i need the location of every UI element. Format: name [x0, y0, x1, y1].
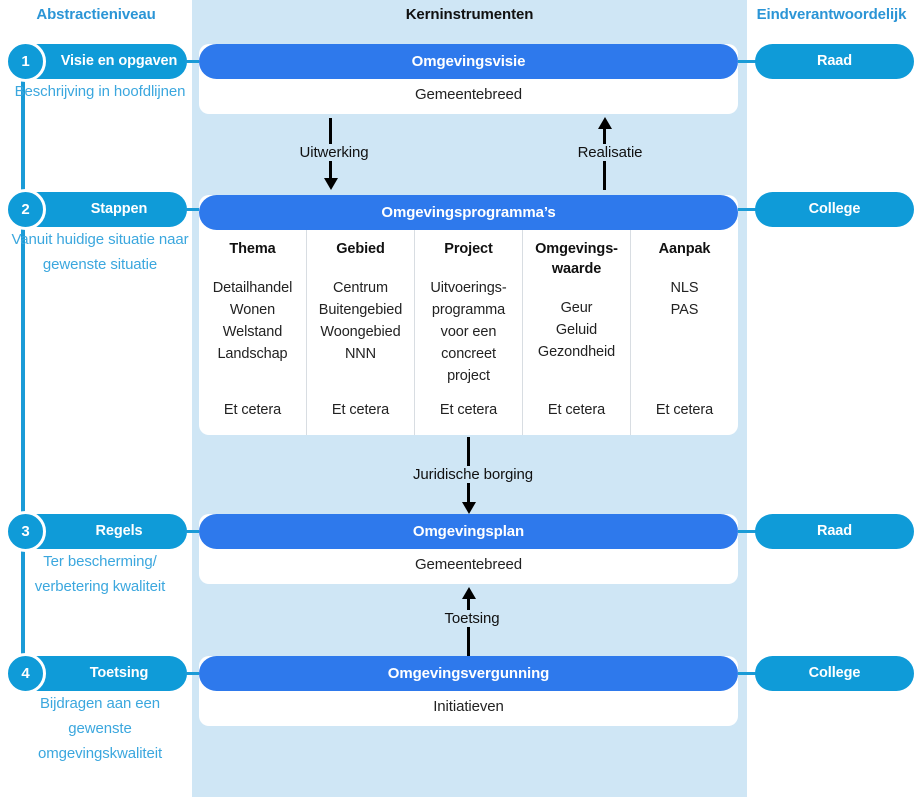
program-column-name-aanpak: Aanpak: [658, 241, 711, 257]
level-description-2: Vanuit huidige situatie naar gewenste si…: [11, 231, 189, 273]
instrument-card-omgevingsplan: Omgevingsplan Gemeentebreed: [199, 514, 738, 584]
arrow-label-juridische-borging: Juridische borging: [383, 466, 563, 483]
instrument-title-omgevingsvisie[interactable]: Omgevingsvisie: [199, 44, 738, 79]
responsible-pill-college-1[interactable]: College: [755, 192, 914, 227]
level-pill-4[interactable]: Toetsing 4: [5, 653, 187, 694]
connector-responsible-3: [738, 530, 762, 533]
instrument-subtitle-omgevingsplan: Gemeentebreed: [414, 556, 523, 573]
program-column-name-gebied: Gebied: [336, 241, 385, 257]
level-number-2: 2: [5, 189, 46, 230]
connector-level-4: [185, 672, 205, 675]
instrument-title-omgevingsplan[interactable]: Omgevingsplan: [199, 514, 738, 549]
arrow-label-uitwerking: Uitwerking: [269, 144, 399, 161]
level-pill-2[interactable]: Stappen 2: [5, 189, 187, 230]
connector-level-3: [185, 530, 205, 533]
connector-responsible-4: [738, 672, 762, 675]
arrow-head-realisatie: [598, 117, 612, 129]
program-column-etc-thema: Et cetera: [223, 402, 282, 418]
level-label-4: Toetsing: [89, 665, 149, 681]
instrument-subtitle-omgevingsvergunning: Initiatieven: [433, 698, 504, 715]
program-column-etc-project: Et cetera: [439, 402, 498, 418]
program-column-etc-omgevingswaarde: Et cetera: [547, 402, 606, 418]
level-spine-1-2: [21, 75, 25, 195]
column-heading-abstractieniveau: Abstractieniveau: [36, 6, 156, 23]
arrow-head-juridische-borging: [462, 502, 476, 514]
column-heading-kerninstrumenten: Kerninstrumenten: [405, 6, 534, 23]
arrow-label-toetsing: Toetsing: [411, 610, 533, 627]
program-column-name-thema: Thema: [229, 241, 276, 257]
arrow-line-toetsing: [467, 598, 470, 656]
level-label-2: Stappen: [90, 201, 148, 217]
program-column-etc-gebied: Et cetera: [331, 402, 390, 418]
program-column-etc-aanpak: Et cetera: [655, 402, 714, 418]
responsible-pill-college-2[interactable]: College: [755, 656, 914, 691]
connector-responsible-2: [738, 208, 762, 211]
level-spine-3-4: [21, 550, 25, 660]
level-pill-3[interactable]: Regels 3: [5, 511, 187, 552]
level-label-1: Visie en opgaven: [60, 53, 178, 69]
level-number-3: 3: [5, 511, 46, 552]
level-pill-1[interactable]: Visie en opgaven 1: [5, 41, 187, 82]
level-spine-2-3: [21, 227, 25, 517]
arrow-head-toetsing: [462, 587, 476, 599]
instrument-card-omgevingsvisie: Omgevingsvisie Gemeentebreed: [199, 44, 738, 114]
program-column-name-omgevingswaarde: Omgevings-waarde: [535, 241, 618, 277]
level-number-1: 1: [5, 41, 46, 82]
column-heading-eindverantwoordelijk: Eindverantwoordelijk: [756, 6, 907, 23]
level-number-4: 4: [5, 653, 46, 694]
level-label-3: Regels: [95, 523, 143, 539]
responsible-pill-raad-1[interactable]: Raad: [755, 44, 914, 79]
level-description-3: Ter bescherming/ verbetering kwaliteit: [34, 553, 166, 595]
arrow-label-realisatie: Realisatie: [545, 144, 675, 161]
instrument-card-omgevingsvergunning: Omgevingsvergunning Initiatieven: [199, 656, 738, 726]
instrument-title-omgevingsvergunning[interactable]: Omgevingsvergunning: [199, 656, 738, 691]
instrument-subtitle-omgevingsvisie: Gemeentebreed: [414, 86, 523, 103]
connector-level-1: [185, 60, 205, 63]
arrow-head-uitwerking: [324, 178, 338, 190]
instrument-title-omgevingsprogrammas[interactable]: Omgevingsprogramma’s: [199, 195, 738, 230]
connector-level-2: [185, 208, 205, 211]
level-description-4: Bijdragen aan een gewenste omgevingskwal…: [37, 695, 163, 762]
level-description-1: Beschrijving in hoofdlijnen: [14, 83, 186, 100]
connector-responsible-1: [738, 60, 762, 63]
program-column-name-project: Project: [444, 241, 493, 257]
responsible-pill-raad-2[interactable]: Raad: [755, 514, 914, 549]
